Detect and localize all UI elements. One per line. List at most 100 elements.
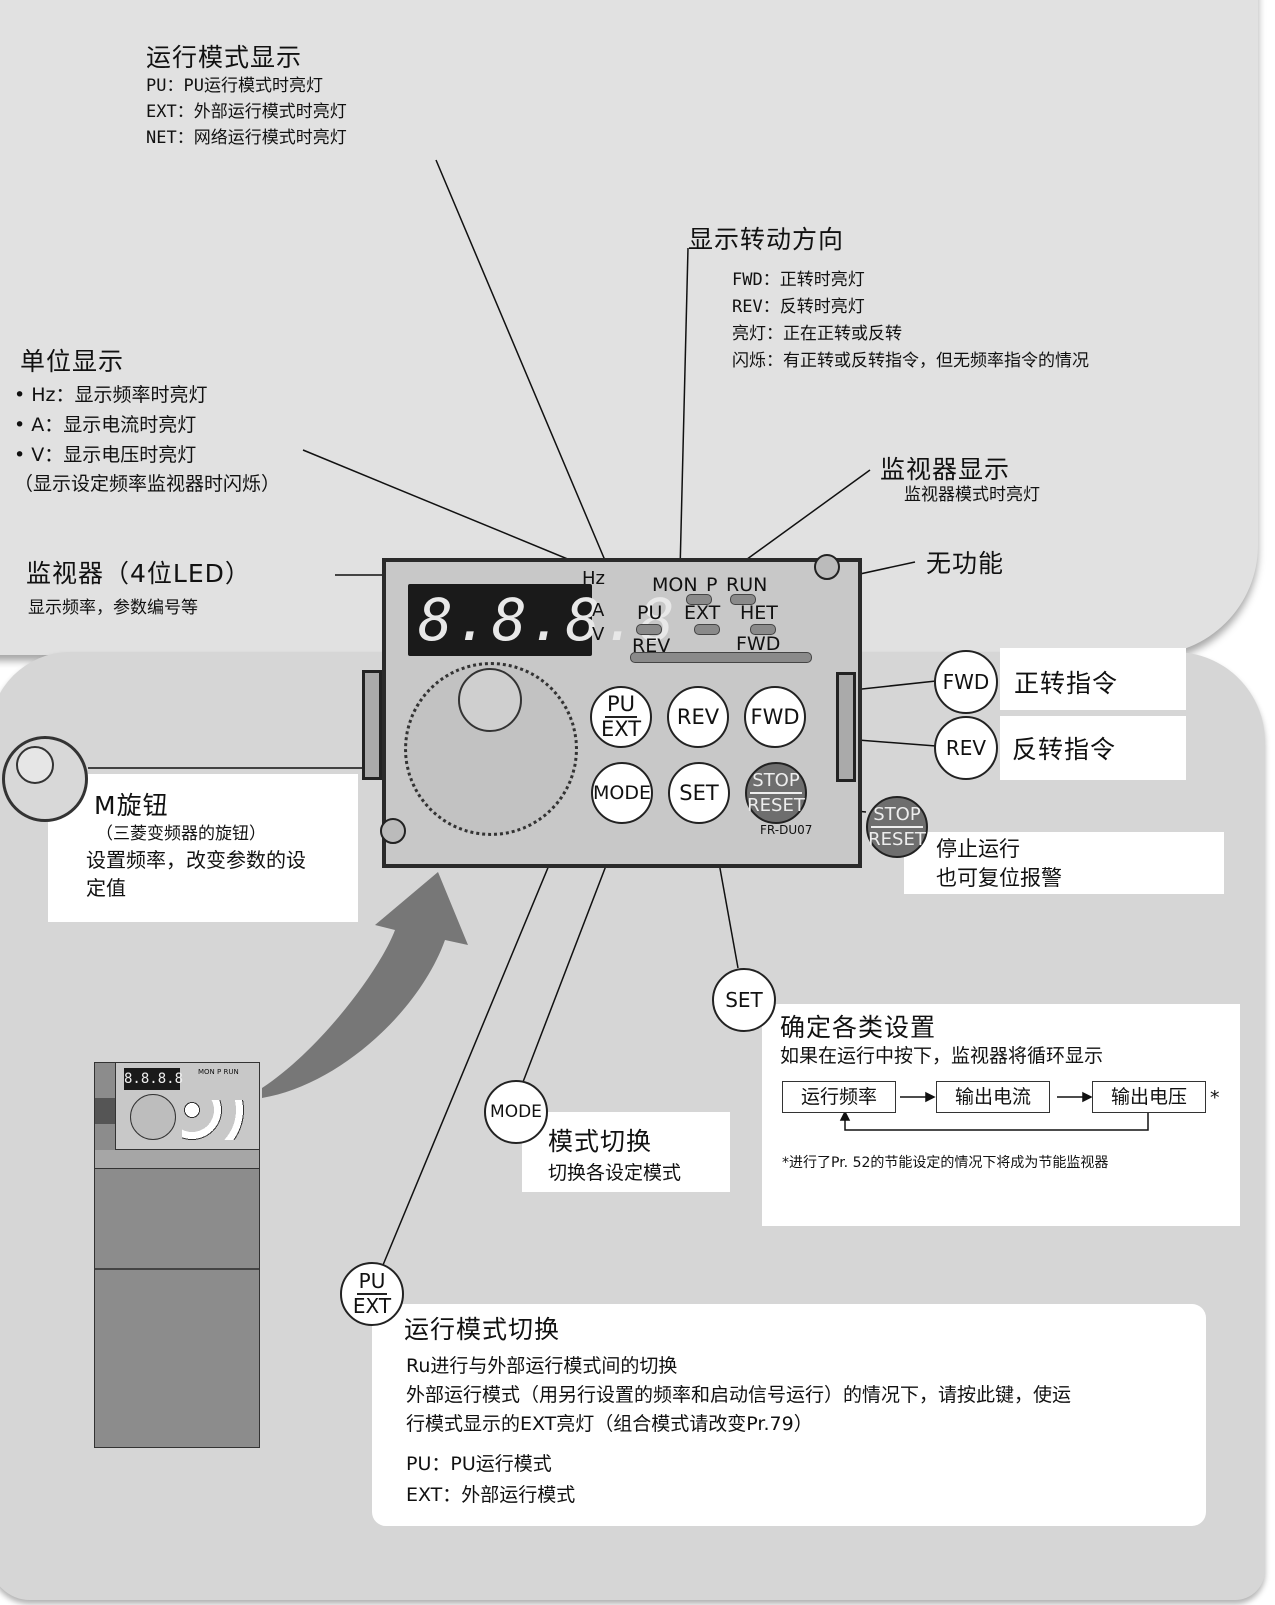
net-label: HET	[740, 602, 778, 624]
inverter-panel-divider-1	[95, 1150, 259, 1169]
set-button[interactable]: SET	[668, 762, 730, 824]
run-mode-display-line-3: NET：网络运行模式时亮灯	[146, 128, 347, 148]
run-mode-display-line-1: PU：PU运行模式时亮灯	[146, 76, 323, 96]
inverter-mon-run: MON P RUN	[198, 1068, 239, 1076]
stop-label: STOP	[750, 769, 802, 794]
four-digit-led: 8.8.8.8	[408, 584, 674, 656]
rotation-display-line-2: REV：反转时亮灯	[732, 297, 865, 317]
stop-callout-line-2: 也可复位报警	[936, 866, 1062, 890]
inverter-buttons	[182, 1100, 246, 1140]
top-background	[0, 0, 1258, 655]
knob-icon-inner	[16, 746, 54, 784]
pu-ext-callout-mode-ext: EXT：外部运行模式	[406, 1484, 576, 1506]
rotation-display-title: 显示转动方向	[688, 225, 845, 254]
pu-ext-label-box	[372, 1304, 1206, 1526]
monitor-led-line: 显示频率，参数编号等	[28, 598, 198, 618]
stop-callout-button: STOP RESET	[866, 796, 928, 858]
pu-ext-callout-line-1: Ru进行与外部运行模式间的切换	[406, 1355, 678, 1377]
rotation-display-line-1: FWD：正转时亮灯	[732, 270, 865, 290]
pu-ext-button-top: PU	[604, 692, 638, 718]
set-callout-title: 确定各类设置	[780, 1013, 937, 1042]
ext-label: EXT	[684, 602, 721, 624]
mode-label-box	[522, 1112, 730, 1192]
net-lamp	[750, 624, 776, 635]
curved-arrow	[262, 872, 468, 1098]
rotation-display-line-4: 闪烁：有正转或反转指令，但无频率指令的情况	[732, 351, 1089, 371]
unit-display-line-3: • V：显示电压时亮灯	[14, 444, 197, 466]
ext-lamp	[694, 624, 720, 635]
fwd-button[interactable]: FWD	[744, 686, 806, 748]
inverter-panel-divider-2	[95, 1268, 259, 1270]
fwd-label-box	[1000, 648, 1186, 710]
rev-label-box	[1000, 716, 1186, 780]
stop-callout-bottom: RESET	[868, 829, 926, 850]
stop-callout-top: STOP	[871, 803, 923, 828]
knob-label-box	[48, 774, 358, 922]
stop-label-box	[904, 832, 1224, 894]
rotation-display-line-3: 亮灯：正在正转或反转	[732, 324, 902, 344]
inverter-side-block	[95, 1098, 115, 1124]
set-callout-button: SET	[712, 968, 776, 1032]
rev-lamp-label: REV	[632, 635, 671, 657]
unit-display-line-4: （显示设定频率监视器时闪烁）	[14, 473, 281, 495]
mon-label: MON	[652, 574, 698, 596]
fwd-callout-label: 正转指令	[1014, 669, 1119, 698]
pu-ext-callout-line-3: 行模式显示的EXT亮灯（组合模式请改变Pr.79）	[406, 1413, 813, 1435]
fwd-lamp-label: FWD	[736, 633, 781, 655]
pu-ext-button-bottom: EXT	[600, 717, 642, 741]
pu-ext-button[interactable]: PU EXT	[590, 686, 652, 748]
inverter-led: 8.8.8.8	[124, 1068, 183, 1090]
pu-ext-callout-mode-pu: PU：PU运行模式	[406, 1453, 552, 1475]
screw-bottom-left-icon	[380, 818, 406, 844]
panel-right-tab	[836, 672, 856, 782]
mon-lamp	[686, 594, 712, 605]
flow-step-2: 输出电流	[936, 1081, 1050, 1113]
unit-display-title: 单位显示	[20, 347, 125, 376]
mode-callout-button: MODE	[484, 1080, 548, 1144]
flow-asterisk: *	[1210, 1087, 1220, 1109]
pu-ext-callout-top: PU	[356, 1269, 388, 1295]
set-label-box	[762, 1004, 1240, 1226]
mode-button[interactable]: MODE	[591, 762, 653, 824]
unit-a-label: A	[592, 600, 605, 621]
rev-button[interactable]: REV	[667, 686, 729, 748]
flow-step-1: 运行频率	[782, 1081, 896, 1113]
knob-callout-line-2: 设置频率，改变参数的设	[86, 848, 306, 872]
reset-label: RESET	[747, 795, 805, 816]
pu-ext-callout-line-2: 外部运行模式（用另行设置的频率和启动信号运行）的情况下，请按此键，使运	[406, 1384, 1072, 1406]
set-callout-note: *进行了Pr. 52的节能设定的情况下将成为节能监视器	[782, 1155, 1109, 1171]
pu-ext-callout-bottom: EXT	[352, 1294, 392, 1318]
monitor-indicator-title: 监视器显示	[880, 455, 1011, 484]
rev-callout-label: 反转指令	[1012, 735, 1117, 764]
stop-reset-button[interactable]: STOP RESET	[745, 762, 807, 824]
no-function-label: 无功能	[926, 549, 1005, 578]
screw-top-right-icon	[814, 554, 840, 580]
pu-ext-callout-button: PU EXT	[340, 1262, 404, 1326]
knob-callout-line-3: 定值	[86, 876, 126, 900]
monitor-indicator-line: 监视器模式时亮灯	[904, 485, 1040, 505]
fwd-callout-button: FWD	[934, 650, 998, 714]
panel-left-tab	[362, 670, 382, 780]
inverter-dial	[130, 1094, 176, 1140]
run-label: RUN	[726, 574, 768, 596]
pu-ext-callout-title: 运行模式切换	[404, 1315, 561, 1344]
stop-callout-line-1: 停止运行	[936, 837, 1020, 861]
pu-label: PU	[637, 602, 663, 624]
monitor-led-title: 监视器（4位LED）	[26, 559, 251, 588]
mode-callout-title: 模式切换	[548, 1127, 653, 1156]
run-mode-display-line-2: EXT：外部运行模式时亮灯	[146, 102, 347, 122]
pu-lamp	[636, 624, 662, 635]
mode-callout-line: 切换各设定模式	[548, 1162, 682, 1184]
m-dial-grip	[458, 668, 522, 732]
model-label: FR-DU07	[760, 823, 813, 837]
unit-hz-label: Hz	[582, 568, 605, 589]
unit-display-line-1: • Hz：显示频率时亮灯	[14, 384, 208, 406]
rev-callout-button: REV	[934, 716, 998, 780]
run-mode-display-title: 运行模式显示	[146, 43, 303, 72]
knob-callout-line-1: （三菱变频器的旋钮）	[96, 824, 266, 844]
unit-display-line-2: • A：显示电流时亮灯	[14, 414, 197, 436]
unit-v-label: V	[592, 624, 605, 645]
set-callout-line: 如果在运行中按下，监视器将循环显示	[780, 1045, 1104, 1067]
knob-callout-title: M旋钮	[94, 791, 169, 820]
p-label: P	[706, 574, 718, 596]
